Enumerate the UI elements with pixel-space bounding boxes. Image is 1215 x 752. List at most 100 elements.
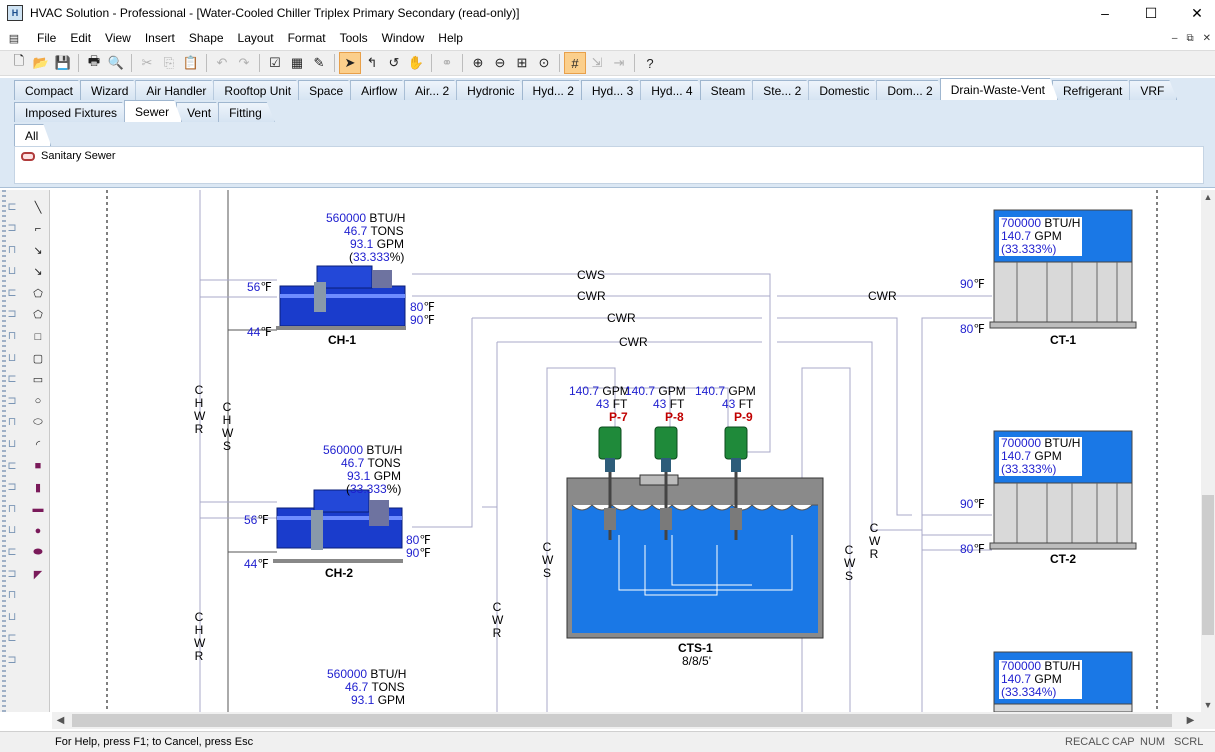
menu-window[interactable]: Window [381,31,425,45]
mdi-minimize-button[interactable]: ‒ [1171,32,1178,44]
zoom-page-icon[interactable]: ⊙ [538,55,550,70]
circle-tool-icon[interactable]: ○ [34,395,42,408]
tab-hyd-2[interactable]: Hyd... 2 [522,80,587,100]
chiller-ch2-graphic[interactable] [273,489,403,563]
tab-vrf[interactable]: VRF [1129,80,1177,100]
subtab-fitting[interactable]: Fitting [218,102,275,122]
tab-air-2[interactable]: Air... 2 [404,80,462,100]
tab-hyd-4[interactable]: Hyd... 4 [640,80,705,100]
line-tool-icon[interactable]: ╲ [34,201,42,214]
open-folder-icon[interactable]: 📂 [32,55,50,70]
pan-hand-icon[interactable]: ✋ [407,55,425,70]
zoom-out-icon[interactable]: ⊖ [494,55,506,70]
layer-icon[interactable]: ⊐ [7,653,17,666]
scroll-down-arrow-icon[interactable]: ▼ [1203,700,1213,710]
vertical-scrollbar[interactable]: ▲ ▼ [1201,190,1215,712]
grid-snap-icon[interactable]: # [564,52,586,74]
menu-tools[interactable]: Tools [339,31,368,45]
align-bottom-icon[interactable]: ⊐ [7,308,17,321]
tab-compact[interactable]: Compact [14,80,86,100]
format-painter-icon[interactable]: ✎ [313,55,325,70]
tab-dom-2[interactable]: Dom... 2 [876,80,945,100]
copy-icon[interactable]: ⎘ [163,55,175,70]
ungroup-icon[interactable]: ⊓ [7,502,17,515]
app-icon[interactable]: H [7,5,23,21]
link-icon[interactable]: ⚭ [441,55,453,70]
menu-file[interactable]: File [37,31,57,45]
subtab-imposed-fixtures[interactable]: Imposed Fixtures [14,102,130,122]
subtab-sewer[interactable]: Sewer [124,100,182,122]
zoom-fit-icon[interactable]: ⊞ [516,55,528,70]
ellipse-tool-icon[interactable]: ⬭ [33,416,43,429]
mdi-close-button[interactable]: ✕ [1202,32,1211,44]
pump-p8-graphic[interactable] [654,426,678,540]
bring-front-icon[interactable]: ⊔ [7,438,17,451]
tab-steam[interactable]: Steam [700,80,759,100]
tab-airflow[interactable]: Airflow [350,80,410,100]
align-right-icon[interactable]: ⊓ [7,243,17,256]
filled-polygon-tool-icon[interactable]: ⬠ [33,309,43,322]
print-icon[interactable]: 🖶 [87,53,101,68]
print-preview-icon[interactable]: 🔍 [107,55,125,70]
scroll-right-arrow-icon[interactable]: ▶ [1186,715,1195,726]
chiller-ch1-graphic[interactable] [276,265,406,330]
arrow-line-tool-icon[interactable]: ↘ [33,244,43,257]
filled-circle-tool-icon[interactable]: ● [34,524,42,537]
align-top-icon[interactable]: ⊔ [7,265,17,278]
scroll-left-arrow-icon[interactable]: ◀ [56,715,65,726]
menu-layout[interactable]: Layout [237,31,274,45]
unlock-icon[interactable]: ⊏ [7,632,17,645]
same-width-icon[interactable]: ⊏ [7,373,17,386]
subtab-vent[interactable]: Vent [176,102,224,122]
rotate-left-icon[interactable]: ⊐ [7,567,17,580]
filled-rounded-rectangle-tool-icon[interactable]: ▮ [34,482,42,495]
tab-hyd-3[interactable]: Hyd... 3 [581,80,646,100]
menu-format[interactable]: Format [287,31,326,45]
align-center-icon[interactable]: ⊐ [7,222,17,235]
connector-tool-icon[interactable]: ↰ [366,55,378,70]
minimize-button[interactable]: – [1101,5,1109,21]
menu-shape[interactable]: Shape [188,31,224,45]
vertical-scroll-thumb[interactable] [1202,495,1214,635]
group-icon[interactable]: ⊐ [7,481,17,494]
document-icon[interactable]: ▤ [8,32,20,45]
horizontal-scroll-thumb[interactable] [72,714,1172,727]
arc-tool-icon[interactable]: ◜ [35,439,41,452]
pump-p9-graphic[interactable] [724,426,748,540]
tab-rooftop-unit[interactable]: Rooftop Unit [213,80,304,100]
tab-ste-2[interactable]: Ste... 2 [752,80,814,100]
rounded-rectangle-tool-icon[interactable]: ▢ [32,352,44,365]
menu-edit[interactable]: Edit [70,31,92,45]
filled-wide-rectangle-tool-icon[interactable]: ▬ [32,503,44,516]
save-icon[interactable]: 💾 [54,55,72,70]
close-button[interactable]: ✕ [1191,4,1203,21]
mdi-restore-button[interactable]: ⧉ [1186,32,1194,44]
paste-icon[interactable]: 📋 [182,55,200,70]
polygon-tool-icon[interactable]: ⬠ [33,287,43,300]
rotate-tool-icon[interactable]: ↺ [388,55,400,70]
cut-icon[interactable]: ✂ [141,55,153,70]
palette-grip[interactable] [2,190,6,712]
scroll-up-arrow-icon[interactable]: ▲ [1203,192,1213,202]
tab-drain-waste-vent[interactable]: Drain-Waste-Vent [940,78,1058,100]
tab-hydronic[interactable]: Hydronic [456,80,527,100]
tab-refrigerant[interactable]: Refrigerant [1052,80,1135,100]
maximize-button[interactable]: ☐ [1144,4,1158,21]
calculator-icon[interactable]: ▦ [290,55,304,70]
tab-space[interactable]: Space [298,80,356,100]
snap-guide-icon[interactable]: ⇥ [613,55,625,70]
distribute-vertical-icon[interactable]: ⊔ [7,351,17,364]
filled-rectangle-tool-icon[interactable]: ■ [34,460,42,473]
drawing-canvas[interactable]: 560000 BTU/H 46.7 TONS 93.1 GPM (33.333%… [52,190,1201,712]
zoom-in-icon[interactable]: ⊕ [472,55,484,70]
lock-icon[interactable]: ⊔ [7,610,17,623]
filled-ellipse-tool-icon[interactable]: ⬬ [33,546,43,558]
rectangle-tool-icon[interactable]: □ [34,330,42,343]
flip-horizontal-icon[interactable]: ⊔ [7,524,17,537]
pointer-tool-icon[interactable]: ➤ [339,52,361,74]
tab-air-handler[interactable]: Air Handler [135,80,219,100]
undo-icon[interactable]: ↶ [216,55,228,70]
same-height-icon[interactable]: ⊐ [7,394,17,407]
polyline-tool-icon[interactable]: ⌐ [34,222,42,235]
properties-icon[interactable]: ☑ [269,55,281,70]
